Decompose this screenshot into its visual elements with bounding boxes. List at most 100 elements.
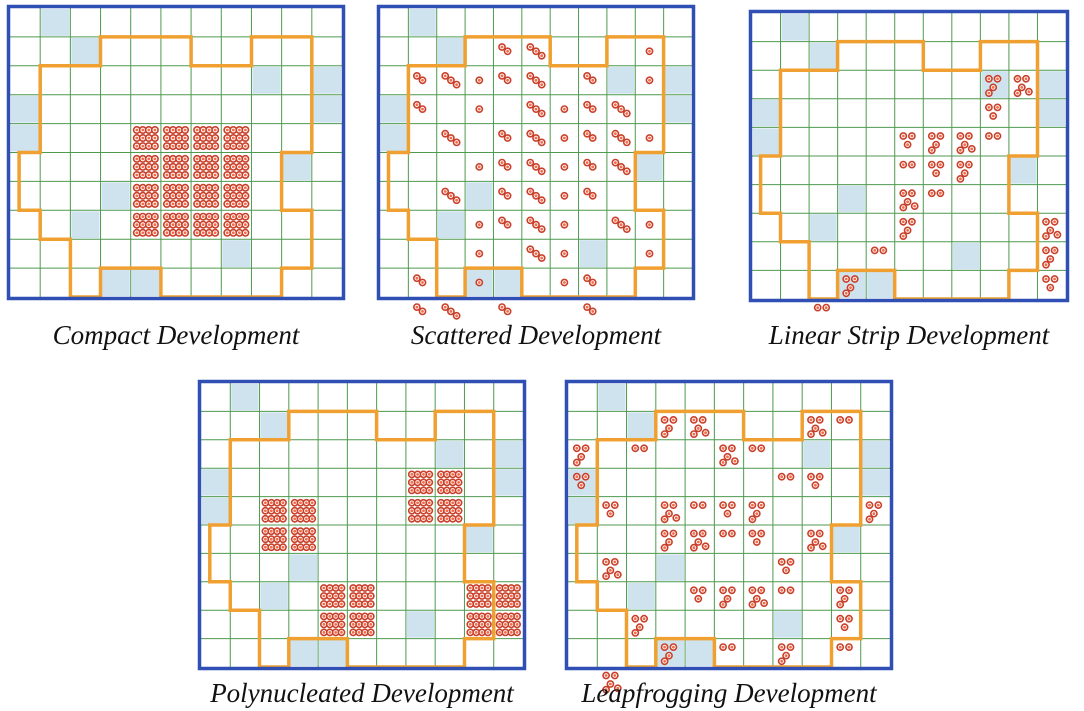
caption-polynucleated: Polynucleated Development — [210, 678, 514, 708]
settlement-dot-core — [674, 516, 678, 520]
settlement-dot-core — [672, 532, 675, 535]
settlement-dot-core — [244, 128, 247, 132]
settlement-dot-core — [207, 165, 211, 169]
settlement-dot-core — [264, 545, 267, 549]
water-cell — [436, 440, 464, 468]
settlement-dot-core — [847, 418, 851, 422]
settlement-dot-core — [416, 501, 419, 505]
settlement-dot-core — [340, 623, 343, 626]
development-boundary — [575, 409, 863, 669]
settlement-dot-core — [616, 573, 620, 577]
settlement-dot-core — [153, 136, 157, 140]
settlement-dot-core — [357, 623, 361, 626]
settlement-dot-core — [305, 529, 308, 533]
settlement-dot-core — [340, 615, 343, 618]
settlement-dot-core — [939, 163, 942, 167]
settlement-dot-core — [135, 186, 139, 190]
settlement-dot-core — [451, 517, 455, 521]
settlement-dot-core — [468, 586, 472, 590]
settlement-dot-core — [357, 586, 361, 590]
panel-scattered: Scattered Development — [376, 4, 696, 349]
settlement-dot-core — [275, 529, 279, 533]
settlement-dot-core — [1056, 233, 1059, 237]
settlement-dot-core — [357, 594, 361, 598]
settlement-dot-core — [225, 136, 229, 140]
water-cell — [627, 412, 655, 439]
water-cell — [260, 412, 288, 439]
settlement-dot-core — [991, 86, 995, 89]
settlement-dot-core — [427, 509, 431, 513]
settlement-dot-core — [195, 194, 199, 198]
settlement-dot-core — [445, 517, 449, 521]
water-cell — [656, 554, 685, 581]
settlement-dot-core — [427, 501, 431, 505]
settlement-dot-core — [987, 91, 991, 95]
settlement-dot-core — [231, 157, 235, 161]
settlement-dot-core — [692, 546, 696, 550]
settlement-dot-core — [486, 594, 490, 598]
settlement-dot-core — [528, 190, 532, 193]
settlement-dot-core — [231, 223, 235, 227]
settlement-dot-core — [455, 141, 458, 144]
settlement-dot-core — [959, 134, 962, 138]
settlement-dot-core — [584, 446, 587, 450]
leapfrogging-development-map — [564, 379, 894, 694]
water-cell — [231, 384, 259, 411]
settlement-dot-core — [439, 489, 443, 492]
water-cell — [381, 95, 408, 123]
settlement-dot-core — [213, 186, 217, 190]
settlement-dot-core — [515, 615, 519, 618]
settlement-dot-core — [838, 603, 842, 606]
settlement-dot-core — [500, 45, 504, 49]
settlement-dot-core — [486, 615, 490, 618]
settlement-dot-core — [244, 215, 247, 219]
settlement-dot-core — [275, 509, 279, 513]
settlement-dot-core — [901, 206, 905, 209]
panel-compact: Compact Development — [6, 4, 346, 349]
settlement-dot-core — [762, 601, 766, 605]
settlement-dot-core — [213, 231, 217, 235]
settlement-dot-core — [322, 586, 326, 590]
settlement-dot-core — [422, 509, 425, 513]
settlement-dot-core — [667, 512, 671, 515]
settlement-dot-core — [563, 194, 566, 198]
settlement-dot-core — [153, 223, 157, 227]
settlement-dot-core — [415, 305, 419, 309]
water-cell — [409, 9, 436, 36]
settlement-dot-core — [171, 144, 175, 148]
settlement-dot-core — [1027, 90, 1031, 94]
settlement-dot-core — [244, 173, 247, 177]
settlement-dot-core — [281, 501, 285, 505]
settlement-dot-core — [809, 546, 813, 550]
settlement-dot-core — [853, 277, 857, 281]
water-cell — [437, 211, 465, 239]
settlement-dot-core — [506, 310, 509, 313]
settlement-dot-core — [663, 432, 666, 436]
settlement-dot-core — [638, 625, 642, 629]
settlement-dot-core — [165, 144, 169, 148]
settlement-dot-core — [468, 594, 472, 598]
settlement-dot-core — [509, 631, 513, 634]
settlement-dot-core — [509, 615, 513, 618]
settlement-dot-core — [1048, 257, 1052, 261]
settlement-dot-core — [443, 74, 447, 78]
water-cell — [803, 440, 831, 468]
settlement-dot-core — [171, 202, 175, 206]
settlement-dot-core — [322, 615, 326, 618]
settlement-dot-core — [506, 49, 509, 53]
settlement-dot-core — [838, 588, 842, 592]
settlement-dot-core — [427, 489, 431, 492]
settlement-dot-core — [201, 144, 205, 148]
water-cell — [252, 66, 281, 94]
settlement-dot-core — [477, 107, 481, 111]
settlement-dot-core — [498, 602, 501, 606]
settlement-dot-core — [177, 136, 181, 140]
settlement-dot-core — [619, 165, 623, 169]
compact-development-map — [6, 4, 346, 301]
settlement-dot-core — [814, 427, 817, 430]
settlement-dot-core — [604, 674, 608, 677]
settlement-dot-core — [293, 545, 297, 549]
settlement-dot-core — [563, 223, 566, 227]
water-cell — [607, 66, 635, 94]
settlement-dot-core — [498, 594, 501, 598]
